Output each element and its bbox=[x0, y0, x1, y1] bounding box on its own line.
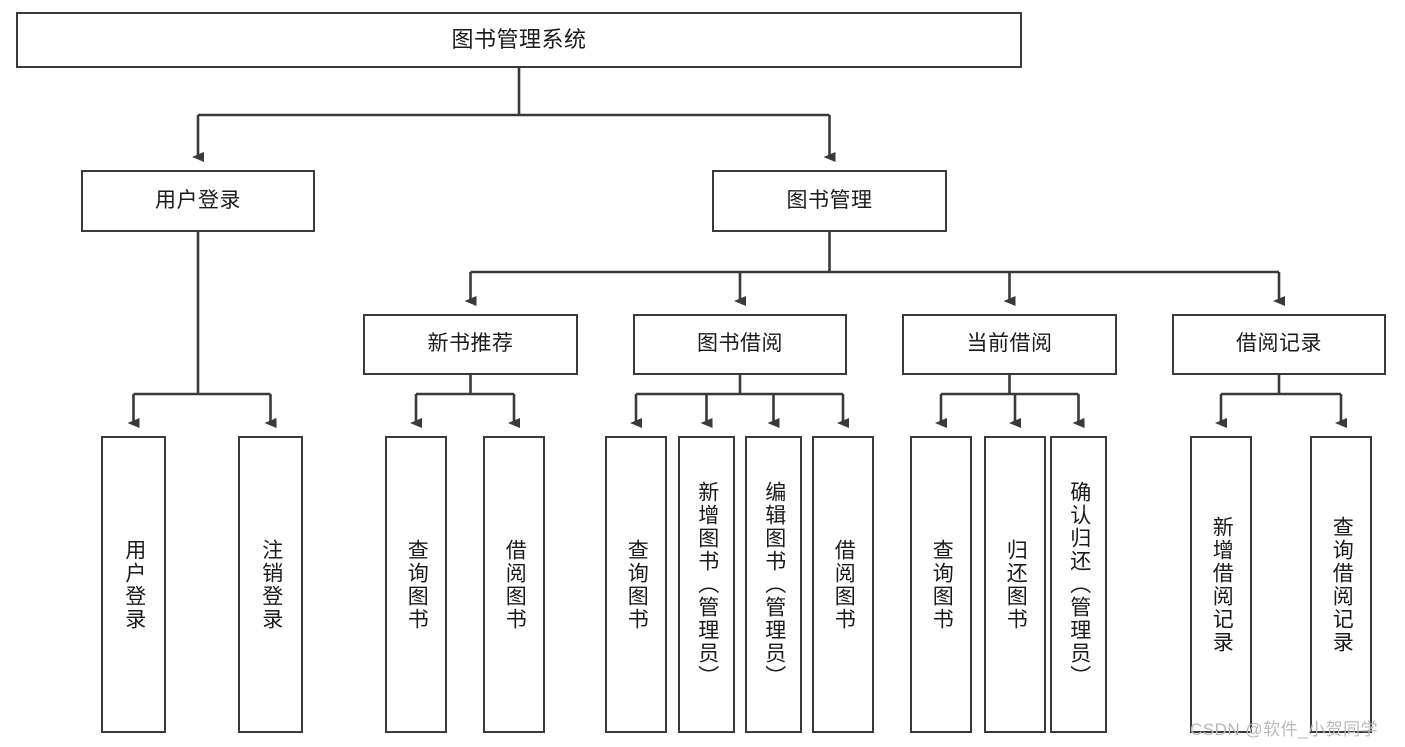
node-label: 当前借阅 bbox=[966, 332, 1053, 356]
node-l_add[interactable]: 新增图书（管理员） bbox=[678, 436, 735, 733]
node-l_q1[interactable]: 查询图书 bbox=[385, 436, 447, 733]
node-label: 图书借阅 bbox=[697, 332, 783, 356]
node-l_edit[interactable]: 编辑图书（管理员） bbox=[745, 436, 802, 733]
node-label: 查询图书 bbox=[930, 538, 954, 631]
node-newbook[interactable]: 新书推荐 bbox=[363, 314, 578, 375]
node-label: 归还图书 bbox=[1004, 538, 1028, 631]
node-l_addrec[interactable]: 新增借阅记录 bbox=[1190, 436, 1252, 733]
node-l_login[interactable]: 用户登录 bbox=[101, 436, 166, 733]
node-label: 注销登录 bbox=[259, 538, 283, 631]
node-label: 借阅图书 bbox=[503, 538, 527, 631]
node-borrow[interactable]: 图书借阅 bbox=[633, 314, 847, 375]
node-label: 用户登录 bbox=[155, 188, 241, 212]
node-label: 借阅图书 bbox=[832, 538, 856, 631]
watermark: CSDN @软件_小贺同学 bbox=[1190, 720, 1379, 739]
node-l_logout[interactable]: 注销登录 bbox=[238, 436, 303, 733]
node-label: 图书管理系统 bbox=[451, 27, 587, 53]
node-bookmgr[interactable]: 图书管理 bbox=[712, 170, 947, 232]
node-label: 新书推荐 bbox=[427, 332, 514, 356]
node-l_qrec[interactable]: 查询借阅记录 bbox=[1310, 436, 1372, 733]
node-label: 查询借阅记录 bbox=[1330, 515, 1354, 654]
node-l_b2[interactable]: 借阅图书 bbox=[812, 436, 874, 733]
node-l_b1[interactable]: 借阅图书 bbox=[483, 436, 545, 733]
node-root[interactable]: 图书管理系统 bbox=[16, 12, 1022, 68]
node-label: 图书管理 bbox=[786, 188, 873, 212]
node-label: 查询图书 bbox=[405, 538, 429, 631]
node-login[interactable]: 用户登录 bbox=[81, 170, 315, 232]
node-label: 借阅记录 bbox=[1236, 332, 1322, 356]
node-label: 编辑图书（管理员） bbox=[762, 481, 786, 688]
node-l_q3[interactable]: 查询图书 bbox=[910, 436, 972, 733]
node-l_q2[interactable]: 查询图书 bbox=[605, 436, 667, 733]
node-label: 新增借阅记录 bbox=[1210, 515, 1234, 654]
node-label: 新增图书（管理员） bbox=[695, 481, 719, 688]
node-current[interactable]: 当前借阅 bbox=[902, 314, 1117, 375]
node-l_confirm[interactable]: 确认归还（管理员） bbox=[1050, 436, 1107, 733]
node-records[interactable]: 借阅记录 bbox=[1172, 314, 1386, 375]
node-l_return[interactable]: 归还图书 bbox=[984, 436, 1046, 733]
node-label: 确认归还（管理员） bbox=[1067, 481, 1091, 688]
node-label: 查询图书 bbox=[625, 538, 649, 631]
node-label: 用户登录 bbox=[122, 538, 146, 631]
